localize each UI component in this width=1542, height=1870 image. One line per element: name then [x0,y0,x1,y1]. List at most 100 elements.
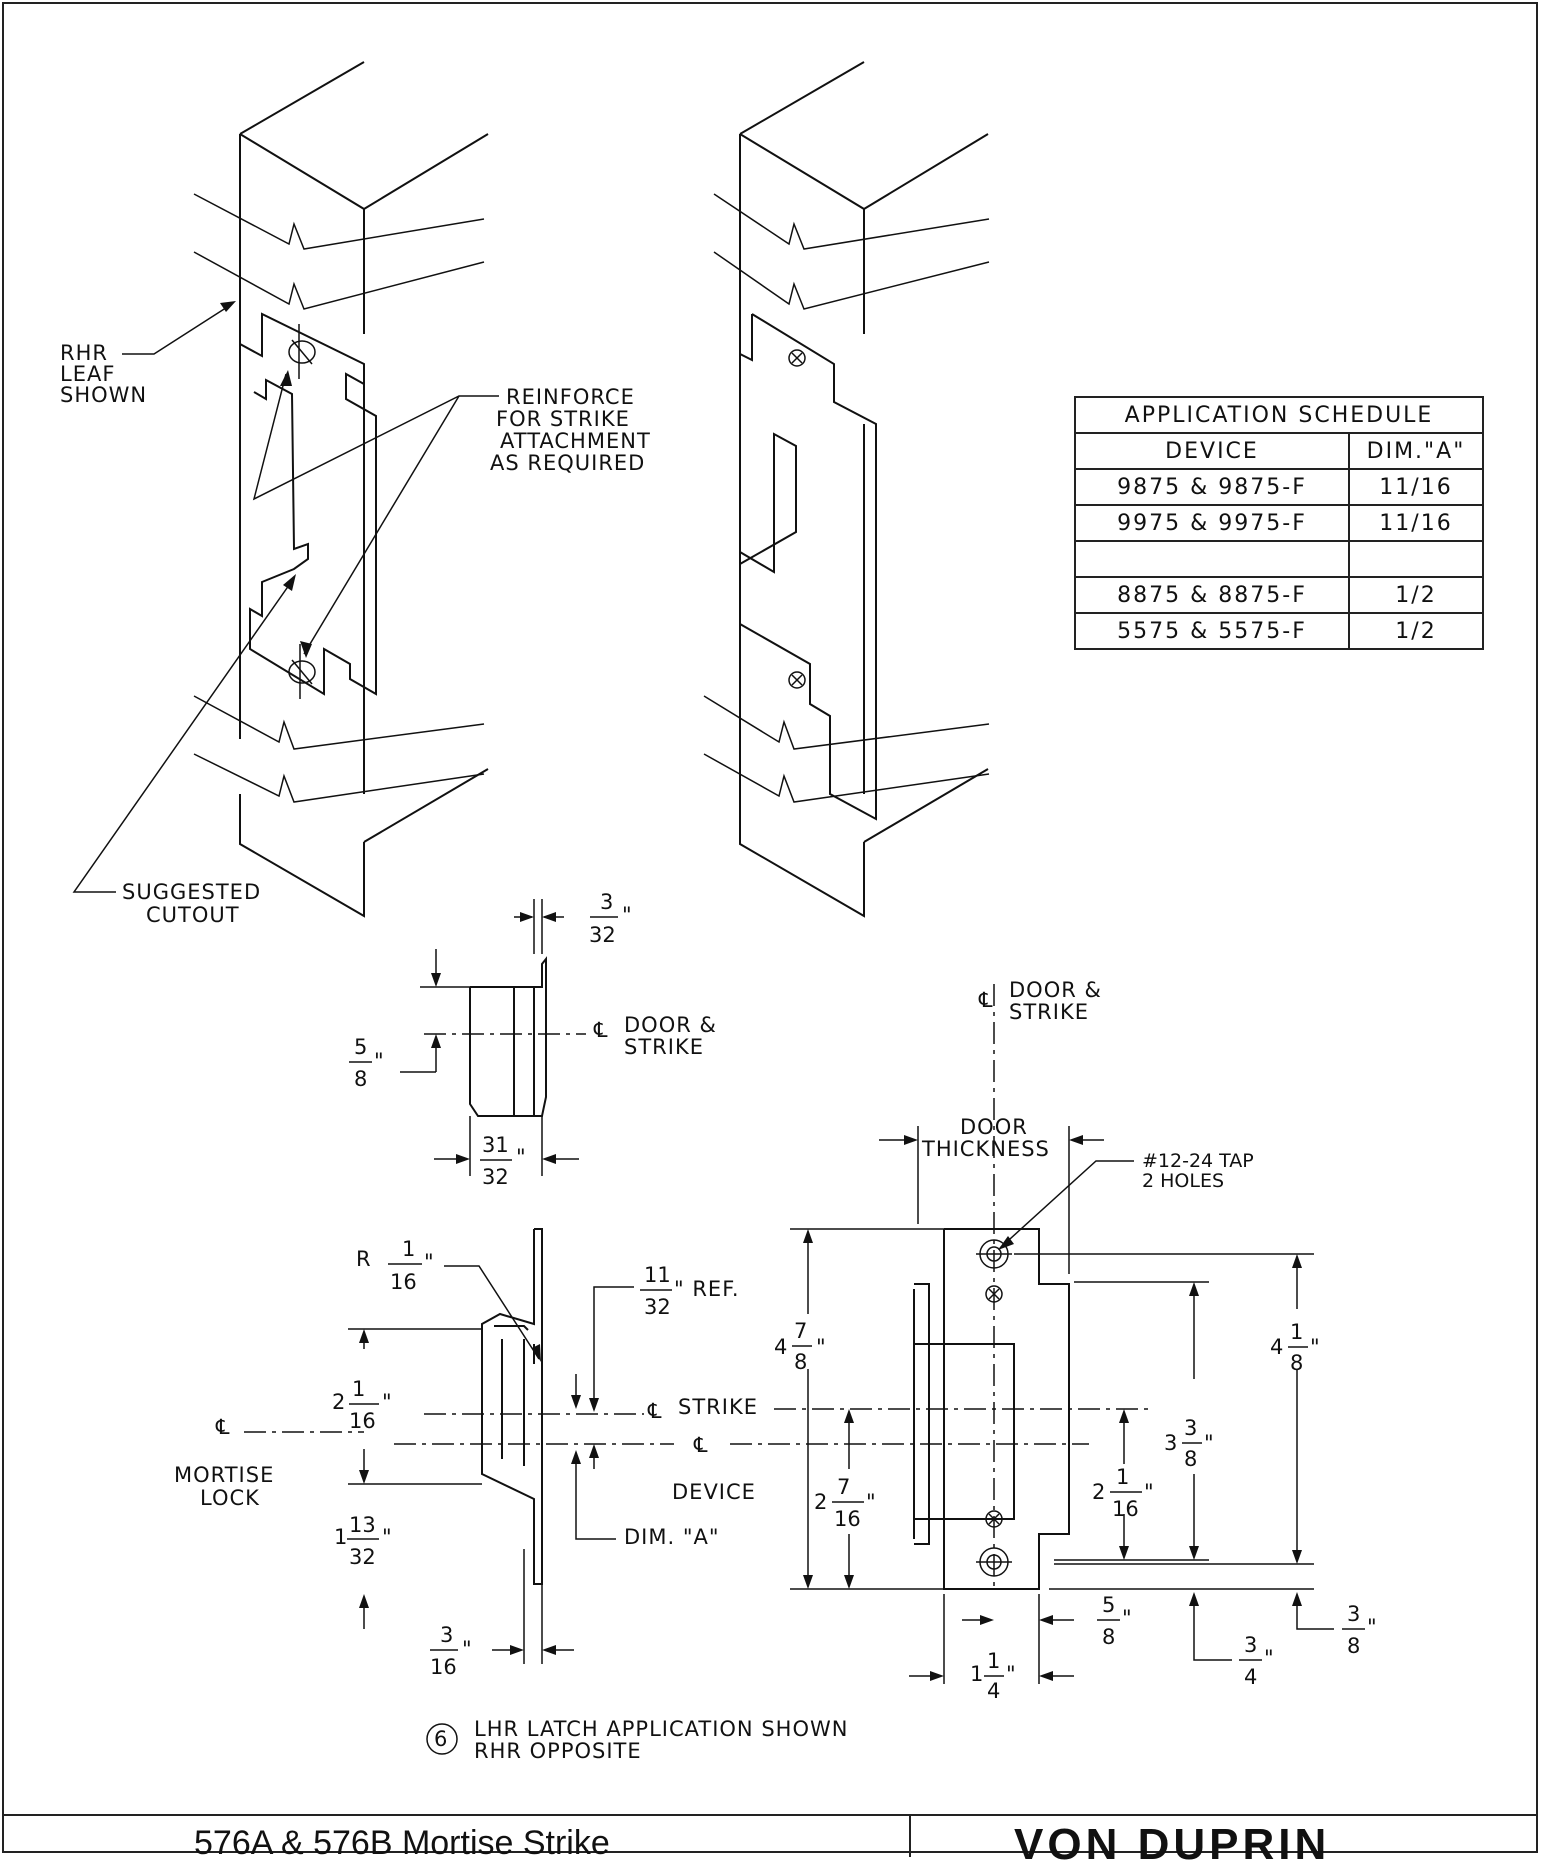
svg-text:2 HOLES: 2 HOLES [1142,1170,1224,1192]
svg-text:8: 8 [1184,1447,1197,1471]
svg-text:DOOR: DOOR [960,1115,1028,1139]
svg-text:3: 3 [1347,1602,1360,1626]
svg-text:13: 13 [349,1513,376,1537]
svg-text:11: 11 [644,1263,671,1287]
schedule-col-dim: DIM."A" [1348,432,1484,470]
svg-text:": " [1367,1615,1377,1639]
schedule-dim-cell: 11/16 [1348,468,1484,506]
svg-text:1: 1 [1290,1320,1303,1344]
table-row: 8875 & 8875-F 1/2 [1074,576,1484,614]
svg-text:REINFORCE: REINFORCE [506,385,635,409]
schedule-device-cell: 5575 & 5575-F [1074,612,1350,650]
strike-top-view: ℄ DOOR & STRIKE 3 32 " 5 8 " 31 32 " [349,890,717,1189]
svg-text:SHOWN: SHOWN [60,383,147,407]
svg-text:4: 4 [987,1679,1000,1703]
svg-text:℄: ℄ [693,1433,708,1457]
svg-text:": " [516,1145,526,1169]
application-note: 6 LHR LATCH APPLICATION SHOWN RHR OPPOSI… [426,1717,847,1763]
svg-text:": " [382,1525,392,1549]
svg-text:8: 8 [1347,1634,1360,1658]
svg-text:31: 31 [482,1133,509,1157]
schedule-title: APPLICATION SCHEDULE [1074,396,1484,434]
svg-text:16: 16 [390,1270,417,1294]
svg-text:": " [1310,1335,1320,1359]
schedule-dim-cell: 11/16 [1348,504,1484,542]
table-row [1074,540,1484,578]
svg-text:R: R [356,1247,372,1271]
schedule-col-device: DEVICE [1074,432,1350,470]
svg-text:16: 16 [834,1507,861,1531]
drawing-title: 576A & 576B Mortise Strike [194,1824,610,1862]
svg-text:CUTOUT: CUTOUT [146,903,240,927]
svg-text:1: 1 [987,1649,1000,1673]
svg-text:": " [816,1335,826,1359]
svg-text:#12-24 TAP: #12-24 TAP [1142,1150,1254,1172]
svg-text:1: 1 [1116,1465,1129,1489]
svg-text:8: 8 [794,1350,807,1374]
schedule-dim-cell [1348,540,1484,578]
svg-text:MORTISE: MORTISE [174,1463,274,1487]
title-block-divider [909,1816,911,1857]
table-row: 9975 & 9975-F 11/16 [1074,504,1484,542]
strike-front-elevation: ℄ DOOR & STRIKE DOOR THICKNESS #12-24 TA… [774,978,1377,1703]
svg-text:6: 6 [434,1727,448,1751]
svg-text:LEAF: LEAF [60,362,115,386]
svg-text:1: 1 [970,1662,983,1686]
svg-text:AS REQUIRED: AS REQUIRED [490,451,645,475]
application-schedule-table: APPLICATION SCHEDULE DEVICE DIM."A" 9875… [1074,396,1484,650]
svg-text:ATTACHMENT: ATTACHMENT [500,429,651,453]
iso-frame-left [193,61,489,918]
svg-text:8: 8 [354,1067,367,1091]
svg-text:": " [1204,1431,1214,1455]
svg-text:16: 16 [1112,1497,1139,1521]
svg-text:3: 3 [600,890,613,914]
table-row: 5575 & 5575-F 1/2 [1074,612,1484,650]
svg-text:4: 4 [774,1335,787,1359]
svg-text:": " [382,1390,392,1414]
svg-text:16: 16 [349,1409,376,1433]
svg-text:32: 32 [644,1295,671,1319]
svg-text:DIM. "A": DIM. "A" [624,1525,720,1549]
label-rhr-leaf: RHR LEAF SHOWN [60,301,236,407]
svg-text:": " [866,1490,876,1514]
svg-text:4: 4 [1270,1335,1283,1359]
svg-text:8: 8 [1290,1351,1303,1375]
svg-text:32: 32 [589,923,616,947]
svg-text:7: 7 [837,1475,850,1499]
schedule-dim-cell: 1/2 [1348,576,1484,614]
svg-text:4: 4 [1244,1665,1257,1689]
svg-text:" REF.: " REF. [674,1277,740,1301]
svg-text:5: 5 [354,1035,367,1059]
svg-text:": " [462,1637,472,1661]
technical-drawing: RHR LEAF SHOWN REINFORCE FOR STRIKE ATTA… [60,61,1377,1763]
schedule-device-cell [1074,540,1350,578]
svg-text:DOOR &: DOOR & [1009,978,1102,1002]
schedule-device-cell: 9875 & 9875-F [1074,468,1350,506]
svg-text:DOOR &: DOOR & [624,1013,717,1037]
svg-text:": " [1006,1662,1016,1686]
svg-text:": " [1264,1646,1274,1670]
svg-text:32: 32 [349,1545,376,1569]
svg-text:2: 2 [332,1390,345,1414]
svg-text:": " [1144,1480,1154,1504]
brand-logo: VON DUPRIN [1014,1820,1331,1869]
svg-text:DEVICE: DEVICE [672,1480,756,1504]
svg-text:℄: ℄ [978,988,993,1012]
label-reinforce: REINFORCE FOR STRIKE ATTACHMENT AS REQUI… [252,370,651,658]
svg-text:2: 2 [1092,1480,1105,1504]
svg-text:FOR STRIKE: FOR STRIKE [496,407,630,431]
svg-text:8: 8 [1102,1625,1115,1649]
table-row: 9875 & 9875-F 11/16 [1074,468,1484,506]
svg-text:16: 16 [430,1655,457,1679]
svg-text:": " [1122,1606,1132,1630]
svg-text:3: 3 [1184,1416,1197,1440]
cl-symbol: ℄ [593,1018,608,1042]
svg-text:5: 5 [1102,1593,1115,1617]
title-block: 576A & 576B Mortise Strike VON DUPRIN [4,1814,1536,1869]
strike-side-elevation: R 1 16 " 2 1 16 " 1 13 32 " 3 16 " 11 [174,1228,1154,1679]
svg-text:LOCK: LOCK [200,1486,260,1510]
svg-text:STRIKE: STRIKE [624,1035,704,1059]
svg-text:3: 3 [1164,1431,1177,1455]
svg-text:STRIKE: STRIKE [678,1395,758,1419]
